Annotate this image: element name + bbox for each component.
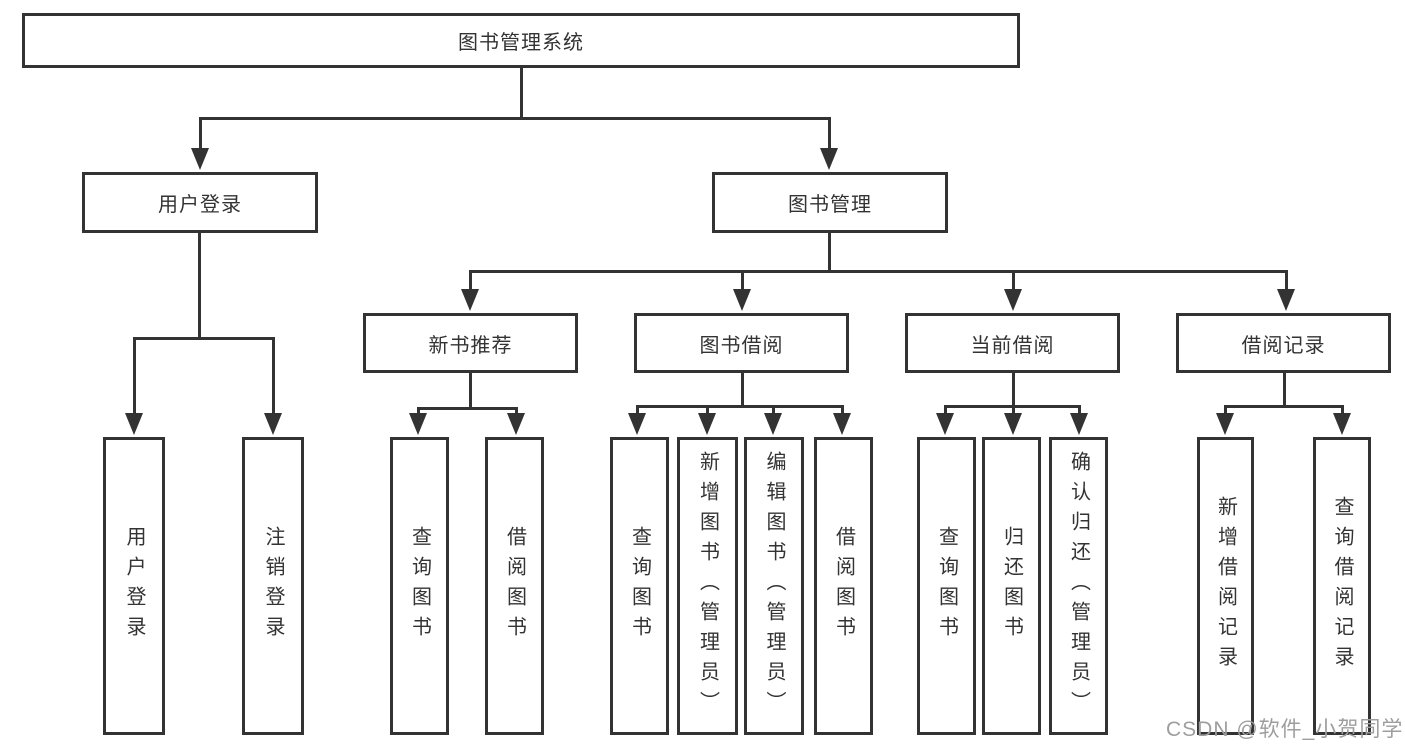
arrow-down-borrow-records	[1277, 289, 1295, 311]
arrow-down-book-mgmt	[820, 148, 838, 170]
leaf-add-borrow-record-label: 新增借阅记录	[1214, 496, 1237, 676]
leaf-borrow-book-recommend: 借阅图书	[485, 437, 544, 735]
node-root-label: 图书管理系统	[458, 32, 584, 54]
leaf-query-book-borrow-label: 查询图书	[628, 526, 651, 646]
connector-drop-new-book-rec	[469, 270, 472, 294]
connector-drop-borrow-book-borrow	[841, 405, 844, 417]
arrow-down-borrow-book-rec	[507, 413, 525, 435]
arrow-down-leaf-user-login	[125, 413, 143, 435]
connector-book-mgmt-stem	[828, 231, 831, 273]
arrow-down-confirm-return	[1070, 413, 1088, 435]
connector-level2-bus	[199, 117, 831, 120]
arrow-down-query-book-rec	[409, 413, 427, 435]
connector-drop-add-book	[706, 405, 709, 417]
node-book-borrow-label: 图书借阅	[699, 334, 784, 357]
leaf-confirm-return-admin-label: 确认归还（管理员）	[1067, 451, 1090, 721]
connector-drop-edit-book	[772, 405, 775, 417]
connector-new-book-rec-bus	[417, 407, 518, 410]
node-borrow-records-label: 借阅记录	[1241, 334, 1326, 357]
arrow-down-current-borrow	[1004, 289, 1022, 311]
arrow-down-leaf-logout	[264, 413, 282, 435]
leaf-user-login: 用户登录	[103, 437, 165, 735]
leaf-return-book-label: 归还图书	[1000, 526, 1023, 646]
connector-borrow-records-bus	[1224, 405, 1344, 408]
arrow-down-add-book	[698, 413, 716, 435]
leaf-logout-label: 注销登录	[262, 526, 284, 646]
connector-drop-query-book-current	[944, 405, 947, 417]
node-new-book-recommend-label: 新书推荐	[428, 334, 513, 357]
connector-drop-query-book-borrow	[636, 405, 639, 417]
leaf-query-book-borrow: 查询图书	[610, 437, 669, 735]
leaf-edit-book-admin-label: 编辑图书（管理员）	[763, 451, 785, 721]
leaf-edit-book-admin: 编辑图书（管理员）	[744, 437, 804, 735]
connector-drop-book-mgmt	[828, 117, 831, 153]
connector-drop-current-borrow	[1012, 270, 1015, 294]
arrow-down-book-borrow	[733, 289, 751, 311]
connector-drop-leaf-logout	[272, 337, 275, 417]
connector-user-login-bus	[133, 337, 275, 340]
node-user-login: 用户登录	[82, 172, 318, 233]
leaf-query-book-recommend-label: 查询图书	[408, 526, 431, 646]
node-current-borrow: 当前借阅	[905, 313, 1120, 373]
connector-level3-bus	[469, 270, 1288, 273]
arrow-down-user-login	[191, 148, 209, 170]
leaf-return-book: 归还图书	[982, 437, 1041, 735]
connector-drop-book-borrow	[741, 270, 744, 294]
leaf-logout: 注销登录	[242, 437, 304, 735]
arrow-down-query-book-borrow	[628, 413, 646, 435]
connector-borrow-records-stem	[1283, 371, 1286, 408]
leaf-confirm-return-admin: 确认归还（管理员）	[1049, 437, 1108, 735]
arrow-down-return-book	[1004, 413, 1022, 435]
leaf-query-book-current: 查询图书	[917, 437, 976, 735]
arrow-down-add-borrow-record	[1216, 413, 1234, 435]
connector-drop-leaf-user-login	[133, 337, 136, 417]
connector-drop-borrow-records	[1285, 270, 1288, 294]
leaf-borrow-book-borrow: 借阅图书	[814, 437, 873, 735]
connector-new-book-rec-stem	[469, 371, 472, 410]
arrow-down-edit-book	[764, 413, 782, 435]
node-current-borrow-label: 当前借阅	[970, 334, 1055, 357]
connector-drop-confirm-return	[1078, 405, 1081, 417]
node-borrow-records: 借阅记录	[1176, 313, 1391, 373]
arrow-down-new-book-rec	[461, 289, 479, 311]
leaf-borrow-book-borrow-label: 借阅图书	[832, 526, 855, 646]
csdn-watermark: CSDN @软件_小贺同学	[1166, 718, 1404, 741]
arrow-down-query-book-current	[936, 413, 954, 435]
leaf-user-login-label: 用户登录	[123, 526, 145, 646]
leaf-query-book-current-label: 查询图书	[935, 526, 958, 646]
connector-drop-add-borrow-record	[1224, 405, 1227, 417]
leaf-add-borrow-record: 新增借阅记录	[1197, 437, 1254, 735]
node-book-borrow: 图书借阅	[634, 313, 849, 373]
arrow-down-query-borrow-record	[1333, 413, 1351, 435]
connector-book-borrow-stem	[741, 371, 744, 408]
node-new-book-recommend: 新书推荐	[363, 313, 578, 373]
connector-drop-user-login	[199, 117, 202, 153]
leaf-query-borrow-record: 查询借阅记录	[1313, 437, 1371, 735]
leaf-query-borrow-record-label: 查询借阅记录	[1331, 496, 1353, 676]
node-root: 图书管理系统	[22, 13, 1020, 68]
node-user-login-label: 用户登录	[158, 194, 242, 216]
arrow-down-borrow-book-borrow	[833, 413, 851, 435]
connector-drop-query-borrow-record	[1341, 405, 1344, 417]
node-book-management: 图书管理	[712, 172, 948, 233]
node-book-management-label: 图书管理	[788, 194, 872, 216]
leaf-query-book-recommend: 查询图书	[390, 437, 449, 735]
connector-user-login-stem	[198, 231, 201, 340]
connector-root-stem	[520, 66, 523, 119]
connector-current-borrow-stem	[1012, 371, 1015, 408]
connector-drop-return-book	[1012, 405, 1015, 417]
leaf-add-book-admin: 新增图书（管理员）	[677, 437, 738, 735]
leaf-add-book-admin-label: 新增图书（管理员）	[696, 451, 719, 721]
connector-book-borrow-bus	[636, 405, 844, 408]
leaf-borrow-book-recommend-label: 借阅图书	[503, 526, 526, 646]
